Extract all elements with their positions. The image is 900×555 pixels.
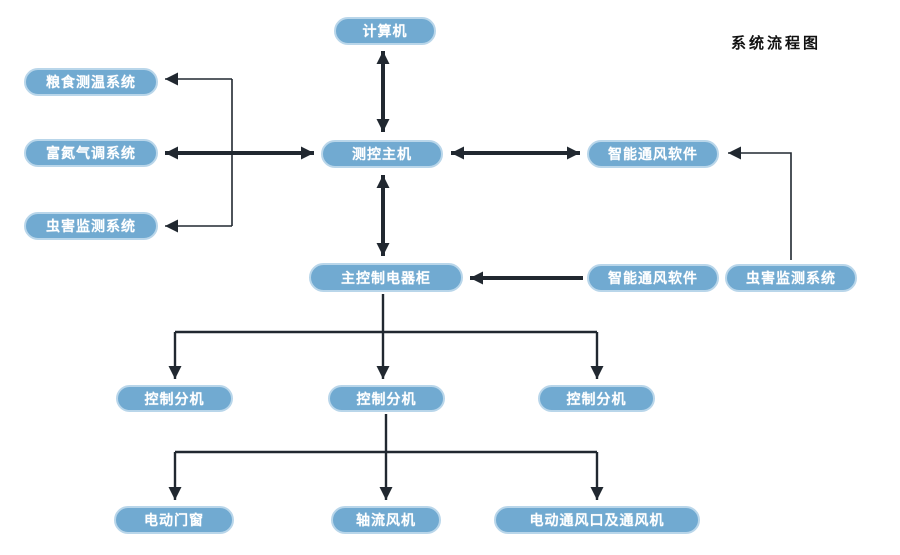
node-control-unit-2: 控制分机 bbox=[328, 385, 445, 412]
node-vent-software-mid: 智能通风软件 bbox=[587, 264, 719, 292]
node-pest-monitor-system-right: 虫害监测系统 bbox=[725, 264, 857, 292]
node-pest-monitor-system-left: 虫害监测系统 bbox=[24, 212, 158, 240]
edge-pestright-ventsoft bbox=[728, 146, 792, 260]
diagram-title: 系统流程图 bbox=[731, 34, 822, 52]
node-control-unit-1: 控制分机 bbox=[116, 385, 233, 412]
node-axial-fan: 轴流风机 bbox=[331, 506, 441, 534]
node-computer: 计算机 bbox=[334, 17, 436, 45]
node-control-host: 测控主机 bbox=[321, 140, 443, 168]
node-vent-software-top: 智能通风软件 bbox=[587, 140, 719, 168]
node-nitrogen-control-system: 富氮气调系统 bbox=[24, 139, 158, 167]
node-electric-doors: 电动门窗 bbox=[114, 506, 234, 534]
node-grain-temp-system: 粮食测温系统 bbox=[24, 68, 158, 96]
node-main-control-cabinet: 主控制电器柜 bbox=[309, 263, 463, 292]
node-control-unit-3: 控制分机 bbox=[538, 385, 655, 412]
node-vent-opening-and-fan: 电动通风口及通风机 bbox=[494, 506, 700, 534]
